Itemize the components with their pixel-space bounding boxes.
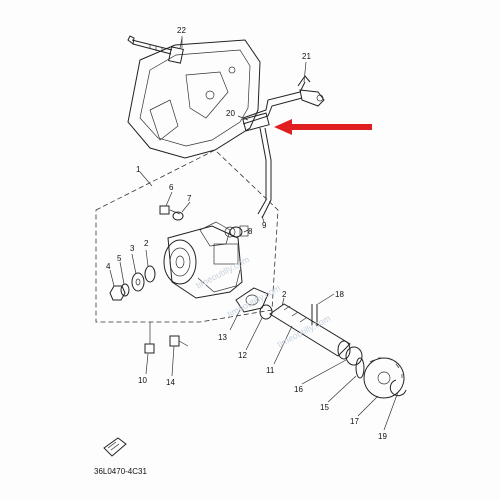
oil-pump-body <box>163 221 243 299</box>
callout-20: 20 <box>226 109 235 118</box>
watermark-text: timeoutilly.com <box>194 254 251 290</box>
callout-3: 3 <box>130 244 135 253</box>
screw-part-14 <box>169 335 189 347</box>
gasket-part-13 <box>235 287 269 313</box>
clip-part-19 <box>389 379 407 397</box>
drawing-code: 36L0470-4C31 <box>94 467 147 476</box>
callout-2: 2 <box>144 239 149 248</box>
callout-5: 5 <box>117 254 122 263</box>
callout-19: 19 <box>378 432 387 441</box>
pump-shaft-part-11 <box>269 303 351 360</box>
callout-21: 21 <box>302 52 311 61</box>
callout-10: 10 <box>138 376 147 385</box>
callout-labels: 22 21 20 1 6 7 8 9 3 2 4 5 18 2 13 12 11… <box>106 26 387 441</box>
callout-8: 8 <box>248 227 253 236</box>
watermark-text: timeoutilly.com <box>276 313 333 349</box>
pin-part-18 <box>311 304 318 326</box>
oil-delivery-pipe <box>242 75 325 219</box>
callout-9: 9 <box>262 221 267 230</box>
screw-part-10 <box>144 322 155 354</box>
washer-part-7 <box>172 211 184 221</box>
watermark: timeoutilly.com timeoutilly.com timeouti… <box>194 254 333 349</box>
callout-7: 7 <box>187 194 192 203</box>
washer-part-3 <box>131 272 145 292</box>
callout-4: 4 <box>106 262 111 271</box>
callout-17: 17 <box>350 417 359 426</box>
highlight-arrow <box>274 119 372 135</box>
callout-6: 6 <box>169 183 174 192</box>
callout-15: 15 <box>320 403 329 412</box>
crankcase-housing <box>127 39 261 159</box>
callout-12: 12 <box>238 351 247 360</box>
drive-gear-part-17 <box>363 357 405 399</box>
fitting-part-8 <box>229 225 249 238</box>
washer-part-15 <box>355 357 365 379</box>
callout-14: 14 <box>166 378 175 387</box>
callout-13: 13 <box>218 333 227 342</box>
callout-18: 18 <box>335 290 344 299</box>
bolt-part-22 <box>127 35 184 64</box>
washer-part-5 <box>120 283 130 297</box>
front-direction-icon <box>103 437 127 457</box>
nut-part-4 <box>109 285 126 301</box>
collar-part-16 <box>345 346 363 366</box>
screw-part-6 <box>159 205 181 215</box>
callout-22: 22 <box>177 26 186 35</box>
callout-11: 11 <box>266 366 275 375</box>
callout-16: 16 <box>294 385 303 394</box>
leader-lines <box>109 36 399 431</box>
callout-1: 1 <box>136 165 141 174</box>
callout-2: 2 <box>282 290 287 299</box>
seal-part-2 <box>144 265 156 283</box>
